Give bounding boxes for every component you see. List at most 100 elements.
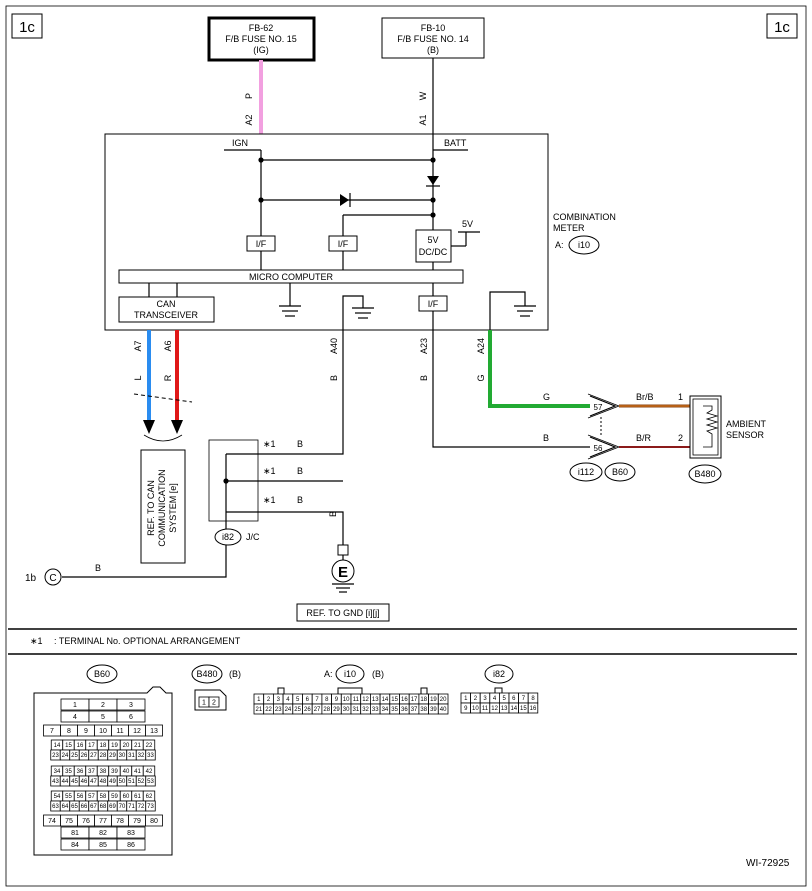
fuse-fb10-type: (B) [427,45,439,55]
svg-text:i82: i82 [222,532,234,542]
connector-pin-label: 85 [99,842,107,849]
connector-pin-label: 41 [134,769,141,775]
connector-pin-label: 69 [109,804,116,810]
connector-pin-label: 6 [512,696,516,702]
svg-text:i112: i112 [578,467,594,477]
svg-text:B: B [328,511,338,517]
fuse-fb10 [381,17,485,59]
svg-text:G: G [476,374,486,381]
connector-pin-label: 28 [323,707,330,713]
connector-pin-label: 37 [411,707,418,713]
connector-pin-label: 20 [123,743,130,749]
connector-pin-label: 76 [82,818,90,825]
svg-text:5V: 5V [427,235,438,245]
page-frame [5,5,807,887]
document-id: WI-72925 [746,858,790,869]
connector-pin-label: 15 [65,743,72,749]
svg-text:A7: A7 [133,340,143,351]
svg-text:COMMUNICATION: COMMUNICATION [157,469,167,546]
page-marker-right [766,13,798,39]
wire-a1-pin: A1 [418,114,428,125]
connector-pin-label: 46 [81,779,88,785]
connector-pin-label: 65 [71,804,78,810]
connector-pin-label: 9 [464,706,468,712]
svg-text:∗1: ∗1 [263,439,276,449]
b60-title: B60 [94,669,110,679]
connector-pin-label: 56 [77,794,84,800]
fuse-fb62 [207,16,316,62]
meter-name-1: COMBINATION [553,212,616,222]
svg-text:I/F: I/F [338,239,349,249]
connector-pin-label: 39 [430,707,437,713]
fuse-fb10-id: FB-10 [421,23,446,33]
connector-pin-label: 64 [62,804,69,810]
connector-pin-label: 61 [134,794,141,800]
offpage-ref: 1b [25,573,37,584]
connector-pin-label: 15 [391,697,398,703]
svg-text:56: 56 [594,444,603,453]
svg-text:∗1: ∗1 [30,636,43,646]
svg-text:B480: B480 [694,469,715,479]
fuse-fb10-name: F/B FUSE NO. 14 [397,34,469,44]
connector-pin-label: 36 [77,769,84,775]
wire-a23-black [432,330,590,448]
connector-pin-label: 34 [382,707,389,713]
connector-pin-label: 5 [296,697,300,703]
connector-pin-label: 66 [81,804,88,810]
connector-pin [116,838,146,851]
svg-text:B: B [95,563,101,573]
connector-pin-label: 47 [90,779,97,785]
connector-pin-label: 40 [123,769,130,775]
connector-b480-tag [688,464,722,484]
connector-pin-label: 6 [306,697,310,703]
connector-pin-label: 13 [501,706,508,712]
connector-pin-label: 86 [127,842,135,849]
page-marker-left [11,13,43,39]
connector-pin-label: 12 [491,706,498,712]
connector-pin [208,696,220,708]
connector-pin-label: 11 [482,706,489,712]
ground-icon-2 [352,307,374,319]
svg-text:TRANSCEIVER: TRANSCEIVER [134,310,199,320]
connector-pin-label: 11 [353,697,360,703]
connector-pin-label: 4 [493,696,497,702]
connector-pin-label: 29 [109,753,116,759]
svg-text:B: B [297,439,303,449]
connector-pin-label: 74 [48,818,56,825]
svg-text:AMBIENT: AMBIENT [726,419,767,429]
connector-i10-tag [568,235,600,255]
connector-pin-label: 27 [90,753,97,759]
connector-pin-label: 10 [343,697,350,703]
connector-pin-label: 67 [90,804,97,810]
svg-text:A23: A23 [419,338,429,354]
connector-pin-label: 78 [116,818,124,825]
connector-pin-label: 24 [285,707,292,713]
connector-pin-label: 7 [50,728,54,735]
batt-label: BATT [444,138,467,148]
connector-pin-label: 36 [401,707,408,713]
connector-pin-label: 8 [531,696,535,702]
connector-pin-label: 1 [202,700,206,707]
micro-computer-box [118,269,464,284]
connector-pin-label: 45 [71,779,78,785]
connector-pin-label: 28 [100,753,107,759]
connector-pin-label: 32 [362,707,369,713]
fuse-fb62-name: F/B FUSE NO. 15 [225,34,297,44]
connector-pin-label: 30 [119,753,126,759]
connector-pin-label: 43 [52,779,59,785]
connector-pin-label: 8 [325,697,329,703]
connector-pin-label: 73 [147,804,154,810]
connector-pin-label: 23 [275,707,282,713]
connector-pin [116,710,146,723]
svg-text:(B): (B) [229,669,241,679]
svg-text:J/C: J/C [246,532,260,542]
connector-pin-label: 84 [71,842,79,849]
connector-pin-label: 37 [88,769,95,775]
svg-text:G: G [543,392,550,402]
svg-text:A:: A: [324,669,333,679]
connector-pin-label: 16 [401,697,408,703]
connector-pin [527,702,539,714]
connector-pin-label: 29 [333,707,340,713]
